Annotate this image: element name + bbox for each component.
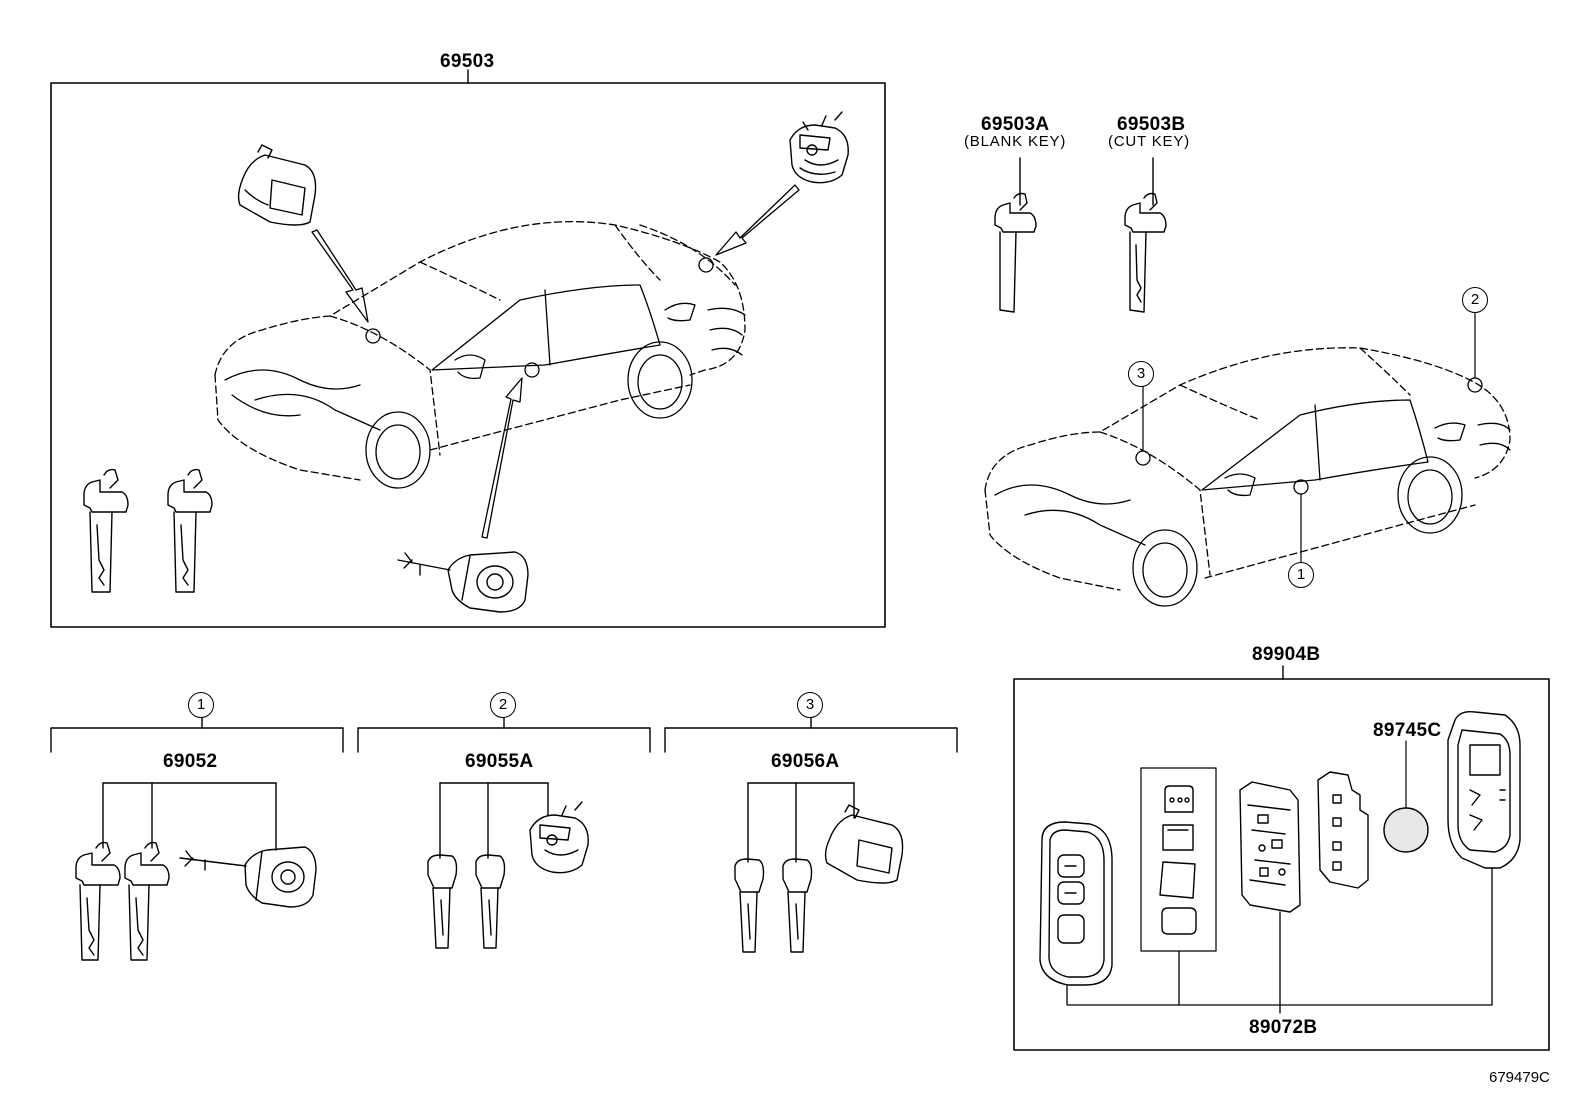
car-illustration-right-solid	[994, 377, 1511, 607]
circuit-board-part	[1239, 781, 1301, 913]
callout-2-right: 2	[1462, 287, 1488, 313]
battery-part	[1383, 807, 1429, 853]
cover-panel-part	[1317, 771, 1369, 889]
transmitter-housing-label: 89072B	[1249, 1017, 1318, 1038]
callout-1-bottom: 1	[188, 692, 214, 718]
key-fob-part	[1039, 821, 1113, 986]
cylinder-set-2-label: 69055A	[465, 751, 534, 772]
housing-part	[1447, 710, 1521, 869]
trunk-cylinder-part	[789, 111, 849, 184]
callout-3-bottom: 3	[797, 692, 823, 718]
battery-label: 89745C	[1373, 720, 1442, 741]
blank-key-illustration	[994, 157, 1037, 313]
key-pair-main	[83, 468, 213, 593]
car-illustration-right	[984, 347, 1511, 591]
smart-key-bracket	[1066, 867, 1493, 1014]
smart-key-frame	[1013, 678, 1550, 1051]
arrow-group-left	[311, 184, 800, 539]
assy-main-label: 69503	[440, 51, 495, 72]
cylinder-set-2-group	[357, 715, 651, 949]
callout-1-right: 1	[1288, 562, 1314, 588]
blank-key-part-number: 69503A	[981, 114, 1050, 135]
glovebox-cylinder-part	[237, 144, 317, 226]
smart-key-group	[1013, 665, 1550, 1051]
car-illustration-left-solid	[224, 257, 746, 489]
cylinder-set-1-label: 69052	[163, 751, 218, 772]
cylinder-set-1-group	[50, 715, 344, 961]
cut-key-part-number: 69503B	[1117, 114, 1186, 135]
cylinder-set-3-label: 69056A	[771, 751, 840, 772]
button-set-parts	[1159, 785, 1197, 935]
smart-key-set-label: 89904B	[1252, 644, 1321, 665]
main-assembly-group	[50, 69, 886, 628]
door-cylinder-part	[397, 551, 529, 613]
callout-3-right: 3	[1128, 361, 1154, 387]
callout-leaders-right	[1142, 312, 1476, 563]
button-set-frame	[1140, 767, 1217, 952]
cut-key-description: (CUT KEY)	[1108, 133, 1190, 150]
diagram-reference-number: 679479C	[1489, 1069, 1550, 1086]
cylinder-set-3-group	[664, 715, 958, 953]
cut-key-illustration	[1124, 157, 1167, 313]
car-illustration-left	[214, 221, 746, 481]
blank-key-description: (BLANK KEY)	[964, 133, 1067, 150]
callout-2-bottom: 2	[490, 692, 516, 718]
